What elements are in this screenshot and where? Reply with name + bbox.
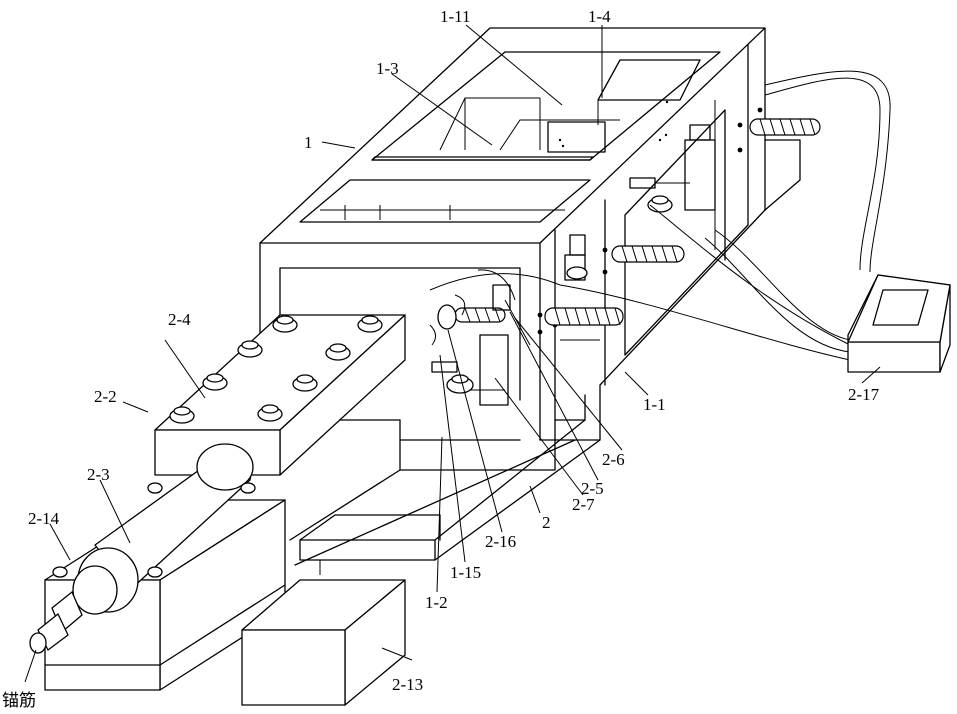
inner-mechanism (432, 270, 530, 405)
rebar-inner (430, 295, 505, 345)
label-2-3: 2-3 (87, 465, 110, 484)
label-2: 2 (542, 513, 551, 532)
label-2-16: 2-16 (485, 532, 516, 551)
label-1: 1 (304, 133, 313, 152)
label-2-13: 2-13 (392, 675, 423, 694)
jack-block-2-4 (155, 315, 405, 475)
base-2 (290, 420, 600, 575)
label-1-1: 1-1 (643, 395, 666, 414)
rebar-upper-right (750, 119, 820, 135)
plate-1-4-lower (548, 122, 605, 152)
top-opening-rear (372, 52, 720, 160)
label-1-11: 1-11 (440, 7, 471, 26)
rebar-middle (612, 246, 684, 262)
label-1-4: 1-4 (588, 7, 611, 26)
label-2-17: 2-17 (848, 385, 880, 404)
label-2-4: 2-4 (168, 310, 191, 329)
label-1-2: 1-2 (425, 593, 448, 612)
controller-2-17 (848, 275, 950, 372)
plate-1-4 (598, 60, 700, 100)
frame-bolts (538, 101, 763, 335)
label-2-14: 2-14 (28, 509, 60, 528)
label-1-3: 1-3 (376, 59, 399, 78)
label-2-6: 2-6 (602, 450, 625, 469)
label-1-15: 1-15 (450, 563, 481, 582)
label-2-7: 2-7 (572, 495, 595, 514)
label-2-2: 2-2 (94, 387, 117, 406)
label-anchor-bar: 锚筋 (2, 691, 36, 710)
rebar-lower (545, 308, 623, 325)
top-opening-front (300, 180, 590, 222)
